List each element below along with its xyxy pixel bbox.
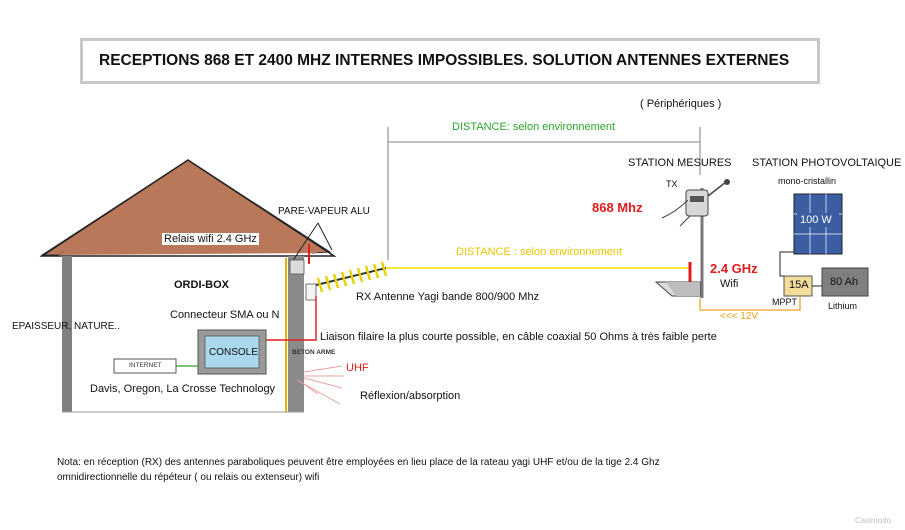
pare-vapeur-pointers [291, 222, 333, 263]
title-box: RECEPTIONS 868 ET 2400 MHZ INTERNES IMPO… [80, 38, 820, 84]
ordi-box-label: ORDI-BOX [174, 279, 229, 291]
lithium-label: Lithium [828, 301, 858, 311]
power-line-12v [699, 296, 801, 311]
wifi-label: Wifi [720, 278, 739, 290]
regulator-label: 15A [789, 279, 809, 291]
rx-antenne-label: RX Antenne Yagi bande 800/900 Mhz [356, 291, 540, 303]
reflexion-label: Réflexion/absorption [360, 390, 461, 402]
uhf-label: UHF [346, 362, 369, 374]
brands-label: Davis, Oregon, La Crosse Technology [90, 383, 276, 395]
distance-top-label: DISTANCE: selon environnement [452, 121, 616, 133]
pare-vapeur-label: PARE-VAPEUR ALU [278, 206, 370, 217]
freq-24-label: 2.4 GHz [710, 261, 758, 276]
page-title: RECEPTIONS 868 ET 2400 MHZ INTERNES IMPO… [99, 52, 790, 69]
reflection-rays [297, 365, 344, 405]
watermark: Casimodo [855, 516, 892, 525]
distance-mid-label: DISTANCE : selon environnement [456, 246, 623, 258]
station-mesures-label: STATION MESURES [628, 157, 732, 169]
distance-bracket-top [387, 127, 701, 260]
connecteur-label: Connecteur SMA ou N [170, 309, 280, 321]
signal-arc [661, 199, 689, 219]
solar-panel [793, 193, 843, 255]
battery-label: 80 Ah [830, 276, 859, 288]
relais-wifi-label: Relais wifi 2.4 GHz [162, 233, 259, 245]
nota-line-2: omnidirectionnelle du répéteur ( ou rela… [57, 472, 320, 483]
wifi-relay-box [289, 259, 305, 275]
nota-line-1: Nota: en réception (RX) des antennes par… [57, 457, 660, 468]
station-photovoltaique-label: STATION PHOTOVOLTAIQUE [752, 157, 902, 169]
yagi-antenna [305, 261, 388, 301]
console-screen [204, 335, 260, 369]
liaison-label: Liaison filaire la plus courte possible,… [320, 331, 717, 343]
console-label: CONSOLE [209, 347, 258, 358]
panel-wire [779, 251, 800, 277]
house-wall-left [62, 256, 72, 412]
epaisseur-label: EPAISSEUR, NATURE.. [12, 321, 120, 332]
battery-box [821, 267, 869, 297]
weather-sensor [679, 179, 730, 227]
freq-868-label: 868 Mhz [592, 200, 643, 215]
house-wall-right [288, 256, 304, 412]
beton-label: BETON ARME [292, 349, 336, 356]
mppt-label: MPPT [772, 297, 798, 307]
repeater-shade [666, 282, 700, 296]
voltage-label: <<< 12V [720, 311, 759, 322]
internet-label: INTERNET [129, 362, 162, 369]
tx-label: TX [666, 179, 678, 189]
peripheriques-label: ( Périphériques ) [640, 98, 722, 110]
panel-power-label: 100 W [800, 214, 832, 226]
internet-box [113, 358, 177, 374]
mono-cristallin-label: mono-cristallin [778, 176, 837, 186]
house-roof-outline [39, 159, 337, 257]
